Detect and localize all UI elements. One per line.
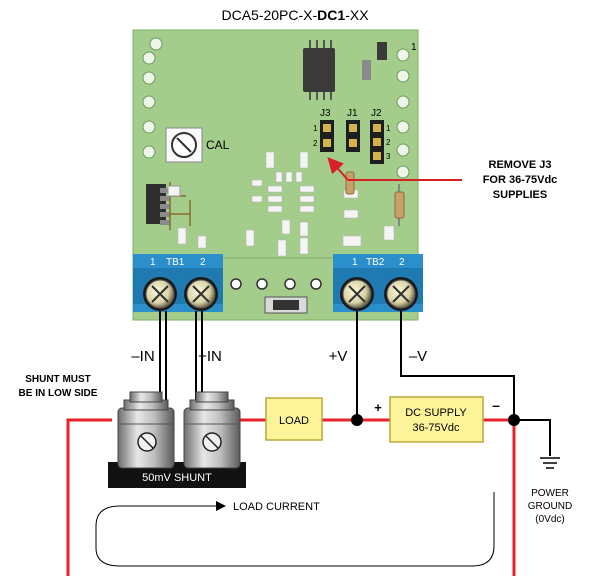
load-box [265, 397, 323, 441]
header-holes [230, 278, 322, 290]
screw-tb1-2[interactable] [184, 277, 218, 311]
tb1-pin1-label: 1 [150, 257, 156, 268]
shunt-note-line2: BE IN LOW SIDE [19, 388, 98, 399]
ground-line1: POWER [531, 488, 569, 499]
shunt-screw-left[interactable] [137, 432, 157, 452]
j2-pin2: 2 [386, 138, 391, 147]
resistor-small [345, 171, 355, 195]
minus-v-label: –V [409, 348, 427, 365]
left-holes [142, 37, 163, 159]
j2-pin1: 1 [386, 124, 391, 133]
screw-tb1-1[interactable] [143, 277, 177, 311]
tb2-pin1-label: 1 [352, 257, 358, 268]
model-title: DCA5-20PC-X-DC1-XX [221, 7, 369, 23]
tb1-pin2-label: 2 [200, 257, 206, 268]
jumper-j1-label: J1 [347, 108, 358, 119]
shunt-label: 50mV SHUNT [142, 472, 212, 484]
tb2-name-label: TB2 [366, 257, 385, 268]
jumper-j2[interactable] [370, 120, 384, 164]
load-current-arrow [182, 501, 226, 511]
load-current-loop [95, 492, 495, 567]
tb2-pin2-label: 2 [399, 257, 405, 268]
cal-label: CAL [206, 138, 230, 152]
cal-potentiometer[interactable] [165, 127, 203, 163]
load-current-label: LOAD CURRENT [233, 501, 320, 513]
capacitor [377, 42, 387, 60]
jumper-j3-label: J3 [320, 108, 331, 119]
shunt-screw-right[interactable] [202, 432, 222, 452]
jumper-j1[interactable] [346, 120, 360, 152]
red-power-loop [66, 418, 516, 576]
bottom-fuse [264, 296, 308, 314]
jumper-j3[interactable] [320, 120, 334, 152]
remove-j3-arrow [327, 157, 462, 181]
junction-plus [351, 414, 363, 426]
shunt-note-line1: SHUNT MUST [25, 374, 91, 385]
ground-line3: (0Vdc) [535, 514, 564, 525]
tb1-name-label: TB1 [166, 257, 185, 268]
junction-minus [508, 414, 520, 426]
diode [394, 184, 405, 226]
j3-pin1: 1 [313, 124, 318, 133]
note-line3: SUPPLIES [493, 189, 547, 201]
supply-plus: + [374, 400, 382, 415]
minus-in-label: –IN [131, 348, 154, 365]
note-line1: REMOVE J3 [489, 159, 552, 171]
load-label: LOAD [279, 415, 309, 427]
resistor-top [362, 60, 371, 80]
screw-tb2-2[interactable] [384, 277, 418, 311]
screw-tb2-1[interactable] [340, 277, 374, 311]
j3-pin2: 2 [313, 139, 318, 148]
ic-chip [303, 40, 335, 100]
supply-line2: 36-75Vdc [412, 422, 460, 434]
jumper-j2-label: J2 [371, 108, 382, 119]
j2-pin3: 3 [386, 152, 391, 161]
dc-supply-box [389, 396, 484, 443]
note-line2: FOR 36-75Vdc [483, 174, 558, 186]
ground-line2: GROUND [528, 501, 572, 512]
ground-symbol [540, 457, 560, 469]
plus-in-label: +IN [198, 348, 222, 365]
supply-line1: DC SUPPLY [405, 407, 467, 419]
supply-minus: – [492, 397, 500, 413]
right-holes [396, 48, 410, 179]
pin1-marker: 1 [411, 42, 417, 53]
plus-v-label: +V [329, 348, 348, 365]
resistor-network [146, 182, 191, 230]
